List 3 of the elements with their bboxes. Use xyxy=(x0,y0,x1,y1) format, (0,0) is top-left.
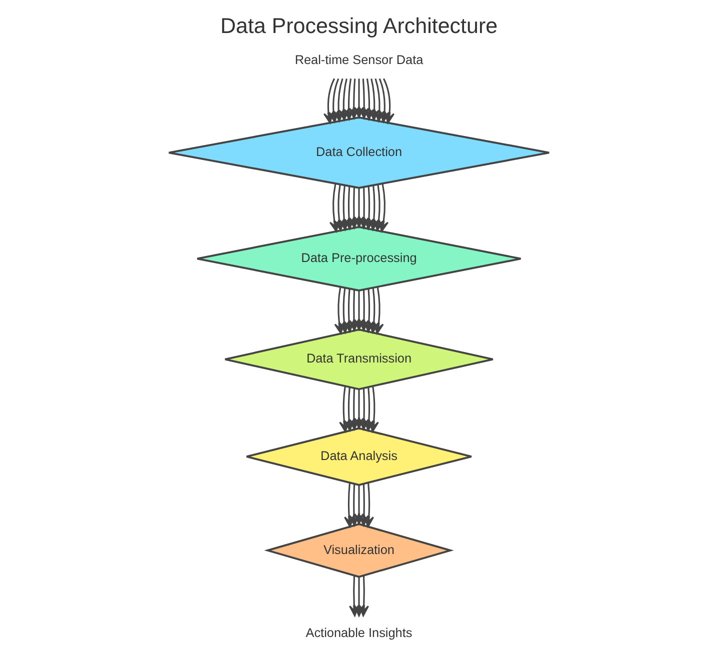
node-text: Real-time Sensor Data xyxy=(294,53,423,68)
diagram-title: Data Processing Architecture xyxy=(220,14,498,38)
node-text: Actionable Insights xyxy=(305,626,412,640)
